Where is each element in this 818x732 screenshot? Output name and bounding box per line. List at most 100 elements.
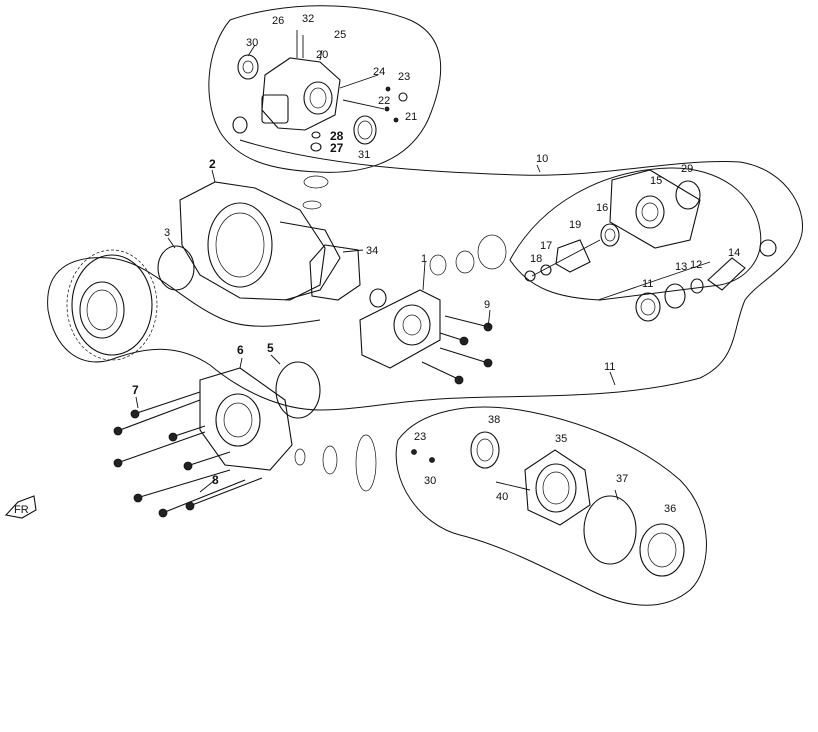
part-38-seal [470,431,500,469]
callout-18: 18 [530,253,542,265]
part-14-pinion [707,257,746,291]
ring-e [477,234,507,270]
part-6-bore [215,393,261,447]
callout-15: 15 [650,175,662,187]
part-16-bearing [600,223,620,247]
right-end-cap [759,239,777,257]
part-14-plate [609,169,701,249]
part-2-side [279,221,341,301]
part-2-ring-gear [207,202,273,288]
callout-8: 8 [212,473,219,487]
part-1-hub-inner [402,314,422,336]
part-5-oring [275,361,321,419]
callout-36: 36 [664,503,676,515]
ring-g [322,445,338,475]
part-20-mount [261,94,289,124]
callout-3: 3 [164,227,170,239]
part-16-inner [604,228,616,242]
part-30-seal-inner [242,60,254,74]
cover-group [113,361,321,518]
bottom-subassembly-boundary [395,406,707,606]
callout-10: 10 [536,153,548,165]
part-37-oring [583,495,637,565]
part-34-gasket [309,244,361,301]
pinion-flange-group [359,261,493,385]
part-18-nut [524,270,536,282]
ring-h [355,434,377,492]
part-35-bore [535,463,577,513]
front-arrow-icon [4,495,37,519]
part-6-cover [199,367,293,471]
callout-40: 40 [496,491,508,503]
part-30-bolt-b [429,457,435,463]
part-7-bolts [113,391,206,442]
part-31-seal-inner [357,120,373,140]
ring-gear-bore-inner [86,289,118,331]
part-15-bearing [635,195,665,229]
callout-12: 12 [690,259,702,271]
part-24-pin [385,86,391,92]
part-12-ring [690,278,704,294]
top-subassembly [232,30,408,152]
part-2-housing [179,181,326,301]
ring-f [294,448,306,466]
front-marker-label: FR [14,504,29,516]
callout-1: 1 [421,253,427,265]
callout-26: 26 [272,15,284,27]
callout-21: 21 [405,111,417,123]
ring-gear-bore [79,281,125,339]
right-shaft-boundary [509,167,762,301]
callout-25: 25 [334,29,346,41]
part-1-flange [359,289,441,369]
part-20-housing [261,57,341,131]
callout-31: 31 [358,149,370,161]
callout-23-lower: 23 [414,431,426,443]
ring-gear-teeth [66,249,158,361]
ring-b [302,200,322,210]
ring-a [303,175,329,189]
part-2-ring-inner [215,212,265,278]
leader-lines [135,164,616,493]
part-3-gasket [157,245,195,291]
callout-32: 32 [302,13,314,25]
bottom-subassembly [411,431,685,577]
part-38-inner [476,438,494,462]
part-31-seal [353,115,377,145]
callout-7: 7 [132,383,139,397]
part-23-nut [398,92,408,102]
callout-19: 19 [569,219,581,231]
pinion-shaft-end [369,288,387,308]
part-20-bore [303,81,333,115]
callout-11: 11 [642,278,653,290]
callout-37: 37 [616,473,628,485]
callout-38: 38 [488,414,500,426]
ring-c [429,254,447,276]
callout-6: 6 [237,343,244,357]
callout-16: 16 [596,202,608,214]
gear-shaft-boundary [47,139,803,411]
callout-28: 28 [330,129,344,143]
part-22-washer [384,106,390,112]
part-8-bolts [113,431,263,518]
callout-35: 35 [555,433,567,445]
ring-gear [71,254,153,356]
part-15-inner [641,202,659,222]
callout-34: 34 [366,245,378,257]
callout-14: 14 [728,247,740,259]
part-35-inner [542,471,570,505]
part-23-nut-b [411,449,417,455]
part-30-seal [237,54,259,80]
callout-11-lower: 11 [604,361,615,373]
part-21-bolt [393,117,399,123]
ring-gear-group [66,249,158,361]
group-boundaries [47,5,803,606]
callout-27: 27 [330,141,344,155]
ring-d [455,250,475,274]
callout-13: 13 [675,261,687,273]
top-subassembly-boundary [208,5,442,173]
part-19-hub [555,239,591,273]
callout-20: 20 [316,49,328,61]
part-6-bore-inner [223,402,253,438]
callout-17: 17 [540,240,552,252]
part-13-bearing [664,283,686,309]
